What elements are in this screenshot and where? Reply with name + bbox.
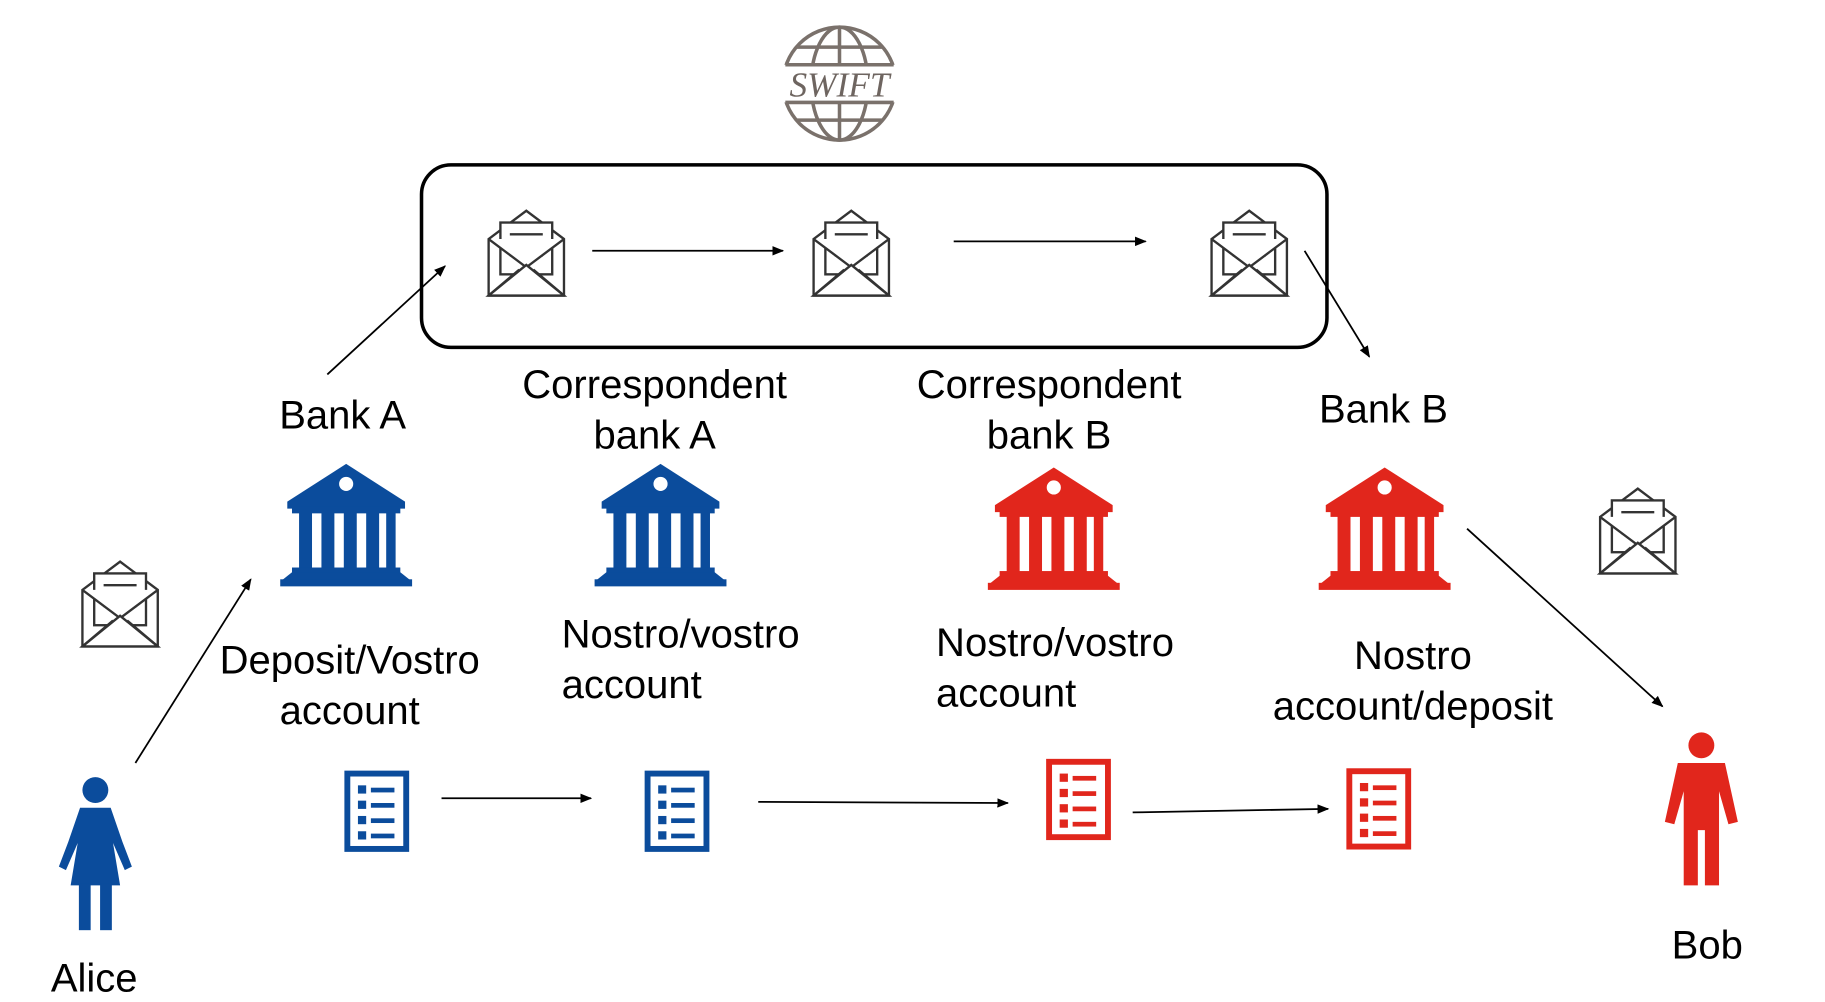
swift-network-box — [419, 163, 1329, 350]
bank-building-icon — [987, 467, 1120, 590]
label-correspondent-b-line2: bank B — [987, 414, 1112, 458]
label-correspondent-a-line1: Correspondent — [522, 363, 787, 407]
label-alice: Alice — [51, 956, 138, 1000]
label-correspondent-b-line1: Correspondent — [917, 363, 1182, 407]
label-bank-a: Bank A — [279, 394, 406, 438]
label-correspondent-a-line2: bank A — [593, 414, 716, 458]
arrow — [1303, 250, 1371, 358]
label-account-corr-a-line1: Nostro/vostro — [562, 613, 800, 657]
label-account-b-line1: Nostro — [1354, 634, 1472, 678]
swift-logo-text: SWIFT — [789, 66, 891, 105]
label-bob: Bob — [1672, 923, 1743, 967]
envelope-message-icon — [1210, 209, 1289, 297]
envelope-message-icon — [1598, 487, 1677, 575]
label-account-corr-a-line2: account — [562, 663, 702, 707]
flow-arrows — [134, 236, 1664, 814]
swift-logo: SWIFT — [779, 25, 900, 142]
bank-building-icon — [280, 463, 413, 587]
envelope-message-icon — [487, 209, 566, 297]
person-alice-icon — [58, 777, 132, 931]
arrow — [758, 798, 1010, 808]
bank-building-icon — [594, 463, 727, 587]
arrow — [1132, 804, 1330, 814]
ledger-list-icon — [648, 774, 707, 849]
label-account-corr-b-line2: account — [936, 671, 1076, 715]
banks — [280, 463, 1451, 590]
ledger-list-icon — [1349, 771, 1408, 846]
label-account-corr-b-line1: Nostro/vostro — [936, 621, 1174, 665]
envelope-message-icon — [81, 560, 159, 648]
ledger-list-icon — [1049, 762, 1108, 837]
label-account-a-line2: account — [280, 689, 420, 733]
bank-building-icon — [1318, 467, 1451, 590]
arrow — [134, 578, 252, 764]
arrow — [326, 265, 446, 376]
ledgers — [347, 762, 1408, 849]
label-account-a-line1: Deposit/Vostro — [220, 638, 480, 682]
label-bank-b: Bank B — [1319, 388, 1448, 432]
ledger-list-icon — [347, 774, 406, 849]
label-account-b-line2: account/deposit — [1273, 684, 1553, 728]
labels: Bank A Correspondent bank A Corresponden… — [51, 363, 1743, 1000]
arrow — [1466, 528, 1664, 708]
envelope-message-icon — [812, 209, 891, 297]
person-bob-icon — [1664, 732, 1738, 886]
